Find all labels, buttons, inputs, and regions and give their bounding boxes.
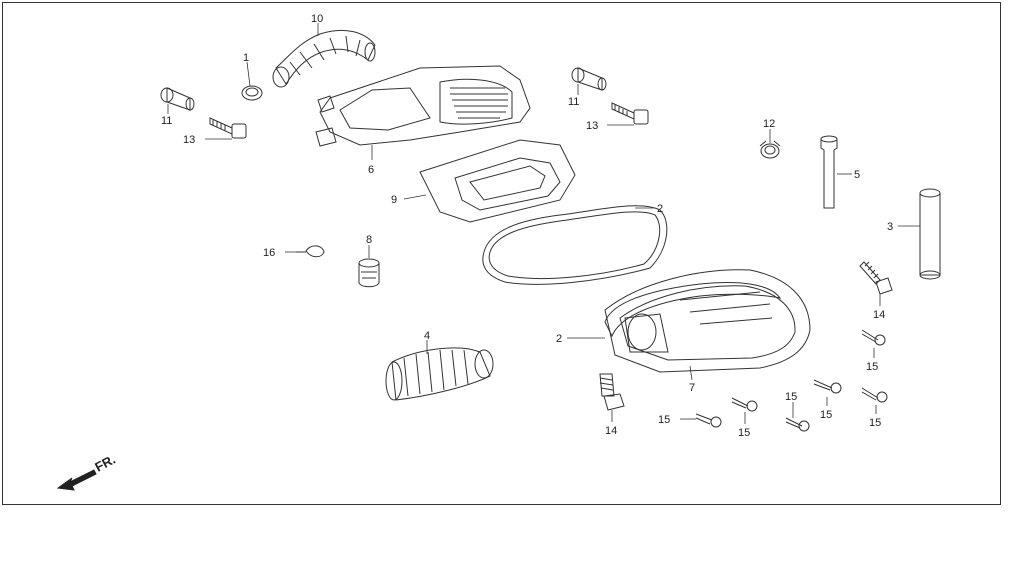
callout-15-f: 15 [658,414,670,426]
callout-1: 1 [243,52,249,64]
part-15-screw-c [813,379,842,406]
front-direction-indicator: FR. [56,452,118,491]
part-15-screw-b [861,387,888,414]
callout-2-upper: 2 [657,203,663,215]
part-4-connecting-tube [385,340,494,401]
diagram-frame [2,2,1001,505]
part-14-screw-lower [599,373,625,422]
part-10-intake-duct [272,23,376,88]
callout-8: 8 [366,234,372,246]
callout-12: 12 [763,118,775,130]
callout-11-left: 11 [161,115,172,127]
callout-6: 6 [368,164,374,176]
callout-14-right: 14 [873,309,885,321]
callout-13-right: 13 [586,120,598,132]
callout-16: 16 [263,247,275,259]
front-arrow-icon [56,469,97,491]
part-15-screw-a [861,329,886,358]
callout-10: 10 [311,13,323,25]
part-12-hose-clamp [759,129,781,159]
callout-13-left: 13 [183,134,195,146]
part-13-bolt-right [607,102,649,126]
part-8-drain-plug [358,245,380,288]
callout-15-d: 15 [785,391,797,403]
front-direction-label: FR. [92,452,118,475]
part-15-screw-d [785,402,810,432]
part-1-clamp [241,61,263,101]
callout-4: 4 [424,330,430,342]
part-13-bolt-left [205,117,247,140]
part-15-screw-f [680,413,722,428]
part-2-gasket-lower [567,282,782,339]
part-11-plug-right [571,67,607,95]
part-5-tube [820,135,852,209]
part-16-clip [285,245,325,258]
callout-7: 7 [689,382,695,394]
callout-3: 3 [887,221,893,233]
part-3-long-tube [898,188,941,280]
part-9-filter-frame [403,139,576,223]
callout-14-lower: 14 [605,425,617,437]
callout-15-e: 15 [738,427,750,439]
callout-2-lower: 2 [556,333,562,345]
part-7-lower-case [604,269,811,381]
part-14-screw-right [859,261,893,306]
part-11-plug-left [160,87,195,114]
part-2-gasket-upper [482,205,668,285]
part-15-screw-e [731,397,758,424]
callout-15-c: 15 [820,409,832,421]
callout-9: 9 [391,194,397,206]
part-6-upper-cover [315,65,531,160]
callout-5: 5 [854,169,860,181]
callout-11-right: 11 [568,96,579,108]
callout-15-b: 15 [869,417,881,429]
callout-15-a: 15 [866,361,878,373]
